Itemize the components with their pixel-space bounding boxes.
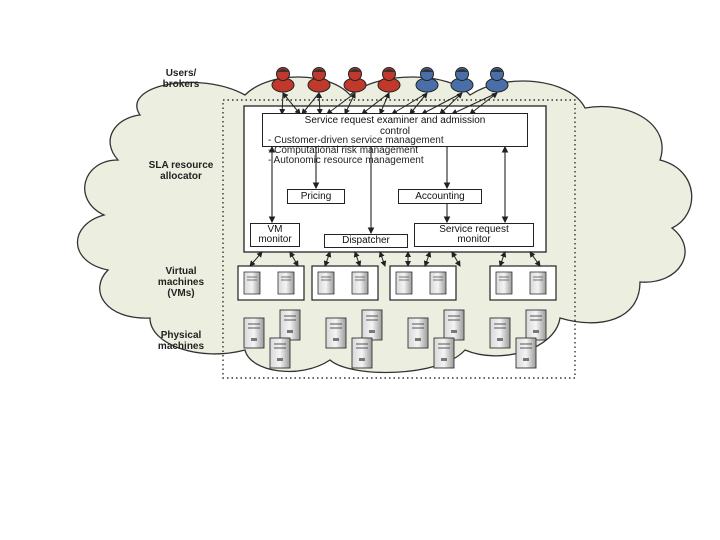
user-link <box>326 92 356 115</box>
vm-group <box>237 265 305 301</box>
user-link <box>316 92 323 115</box>
user-link <box>409 92 428 115</box>
user-link <box>469 92 498 115</box>
server-tower-icon <box>525 309 547 341</box>
vm-link <box>423 251 432 267</box>
service-request-monitor-box: Service request monitor <box>414 223 534 247</box>
server-tower-icon <box>515 337 537 369</box>
user-arrows <box>279 92 498 115</box>
examiner-item: - Customer-driven service management <box>268 135 444 146</box>
sla-layer-label: SLA resource allocator <box>148 160 214 182</box>
dispatcher-box: Dispatcher <box>324 234 408 248</box>
server-tower-icon <box>325 317 347 349</box>
server-icon <box>429 271 447 295</box>
vm-link <box>498 251 507 267</box>
vm-link <box>323 251 332 267</box>
vm-monitor-box: VM monitor <box>250 223 300 247</box>
server-tower-icon <box>361 309 383 341</box>
person-icon <box>307 67 331 93</box>
server-icon <box>243 271 261 295</box>
cloud-boundary <box>222 99 576 379</box>
vms-layer-label: Virtual machines (VMs) <box>157 266 205 299</box>
person-icon <box>343 67 367 93</box>
pricing-box: Pricing <box>287 189 345 204</box>
user-link <box>391 92 428 115</box>
examiner-item: - Autonomic resource management <box>268 155 424 166</box>
server-tower-icon <box>407 317 429 349</box>
server-tower-icon <box>351 337 373 369</box>
server-icon <box>395 271 413 295</box>
server-tower-icon <box>443 309 465 341</box>
vm-group <box>389 265 457 301</box>
internal-arrows <box>268 145 509 235</box>
server-tower-icon <box>269 337 291 369</box>
vm-link <box>529 251 541 267</box>
users-group <box>271 67 509 93</box>
vm-link <box>249 251 263 267</box>
accounting-box: Accounting <box>398 189 482 204</box>
server-icon <box>495 271 513 295</box>
user-link <box>451 92 498 115</box>
examiner-item: - Computational risk management <box>268 145 419 156</box>
service-request-examiner-box: Service request examiner and admission c… <box>262 113 528 147</box>
person-icon <box>415 67 439 93</box>
server-icon <box>317 271 335 295</box>
person-icon <box>377 67 401 93</box>
vm-group <box>489 265 557 301</box>
examiner-title: Service request examiner and admission c… <box>304 115 486 137</box>
person-icon <box>485 67 509 93</box>
server-icon <box>277 271 295 295</box>
server-icon <box>351 271 369 295</box>
user-link <box>282 92 301 115</box>
physical-layer-label: Physical machines <box>157 330 205 352</box>
user-link <box>361 92 390 115</box>
user-link <box>279 92 286 115</box>
vm-link <box>451 251 461 267</box>
vm-arrows <box>249 251 541 267</box>
vm-group <box>311 265 379 301</box>
person-icon <box>271 67 295 93</box>
users-layer-label: Users/ brokers <box>162 68 200 90</box>
server-tower-icon <box>243 317 265 349</box>
user-link <box>344 92 356 115</box>
vm-link <box>353 251 362 267</box>
vm-link <box>378 251 387 267</box>
user-link <box>421 92 463 115</box>
server-tower-icon <box>279 309 301 341</box>
server-tower-icon <box>489 317 511 349</box>
server-icon <box>529 271 547 295</box>
examiner-items: - Customer-driven service management - C… <box>264 136 504 166</box>
person-icon <box>450 67 474 93</box>
user-link <box>439 92 463 115</box>
user-link <box>301 92 320 115</box>
physical-machines-group <box>243 309 547 369</box>
server-tower-icon <box>433 337 455 369</box>
vm-link <box>289 251 299 267</box>
user-link <box>379 92 390 115</box>
vm-groups <box>237 265 557 301</box>
